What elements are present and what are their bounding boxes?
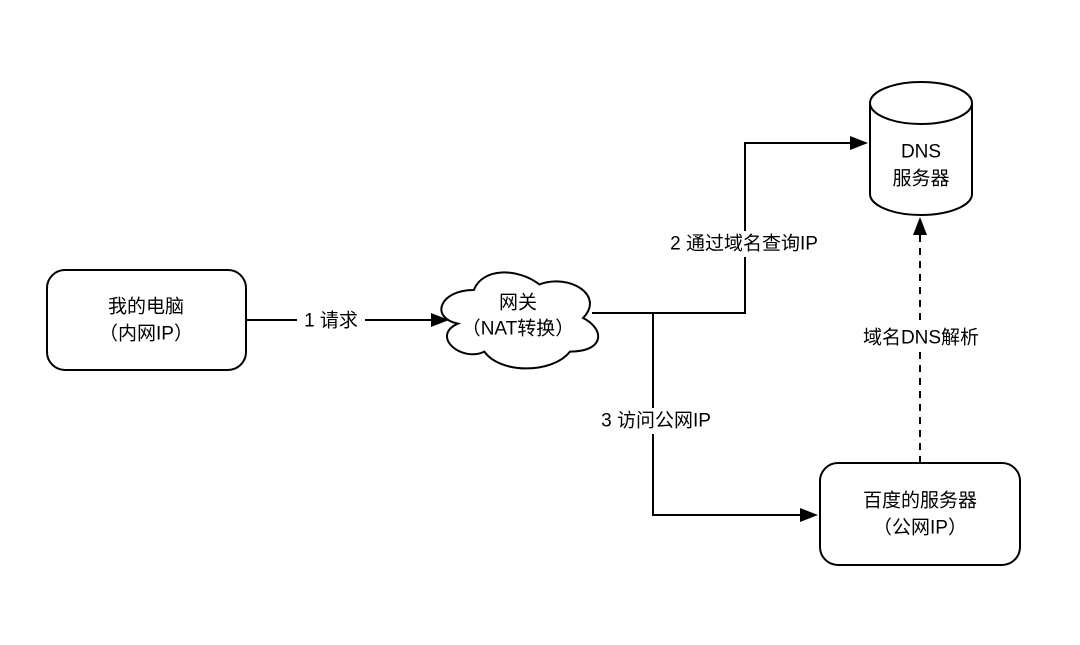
my-computer-label-line1: 我的电脑	[108, 296, 184, 318]
arrowhead-into-baidu-server	[800, 508, 818, 522]
gateway-cloud-shape	[440, 271, 600, 370]
dns-server-label-line1: DNS	[901, 142, 941, 163]
edge-dns-resolution	[913, 217, 927, 463]
node-baidu-server: 百度的服务器 （公网IP）	[819, 462, 1021, 566]
edge-label-dns-resolution: 域名DNS解析	[858, 325, 984, 351]
gateway-label-line2: （NAT转换）	[462, 318, 575, 340]
dns-server-label-line2: 服务器	[892, 168, 949, 190]
label-bg-dns-resolution	[858, 325, 984, 351]
label-bg-request	[297, 309, 365, 332]
edge-label-request: 1 请求	[297, 309, 365, 332]
my-computer-box	[46, 269, 247, 371]
edge-access-public-ip	[652, 313, 818, 522]
baidu-server-label-line2: （公网IP）	[873, 517, 967, 539]
gateway-label-line1: 网关	[499, 292, 537, 314]
node-gateway: 网关 （NAT转换）	[440, 271, 600, 370]
edge-access-public-ip-line	[652, 313, 802, 516]
dns-cylinder-body	[869, 103, 973, 216]
label-bg-dns-query	[662, 231, 826, 257]
arrowhead-into-gateway	[431, 313, 449, 327]
dns-query-label: 2 通过域名查询IP	[670, 233, 818, 255]
edge-dns-query	[592, 136, 868, 314]
node-my-computer: 我的电脑 （内网IP）	[46, 269, 247, 371]
dns-cylinder-top	[869, 81, 973, 125]
baidu-server-label-line1: 百度的服务器	[863, 490, 977, 512]
my-computer-label-line2: （内网IP）	[99, 323, 193, 345]
label-bg-access-public-ip	[594, 408, 718, 434]
edge-dns-query-line	[592, 142, 852, 314]
baidu-server-box	[819, 462, 1021, 566]
edge-label-dns-query: 2 通过域名查询IP	[662, 231, 826, 257]
edge-label-access-public-ip: 3 访问公网IP	[594, 408, 718, 434]
dns-resolution-label: 域名DNS解析	[863, 327, 979, 349]
access-public-ip-label: 3 访问公网IP	[601, 410, 711, 432]
request-label: 1 请求	[304, 310, 358, 332]
node-dns-server: DNS 服务器	[869, 81, 973, 216]
arrowhead-up-into-dns-server	[913, 217, 927, 235]
arrowhead-into-dns-server	[850, 136, 868, 150]
